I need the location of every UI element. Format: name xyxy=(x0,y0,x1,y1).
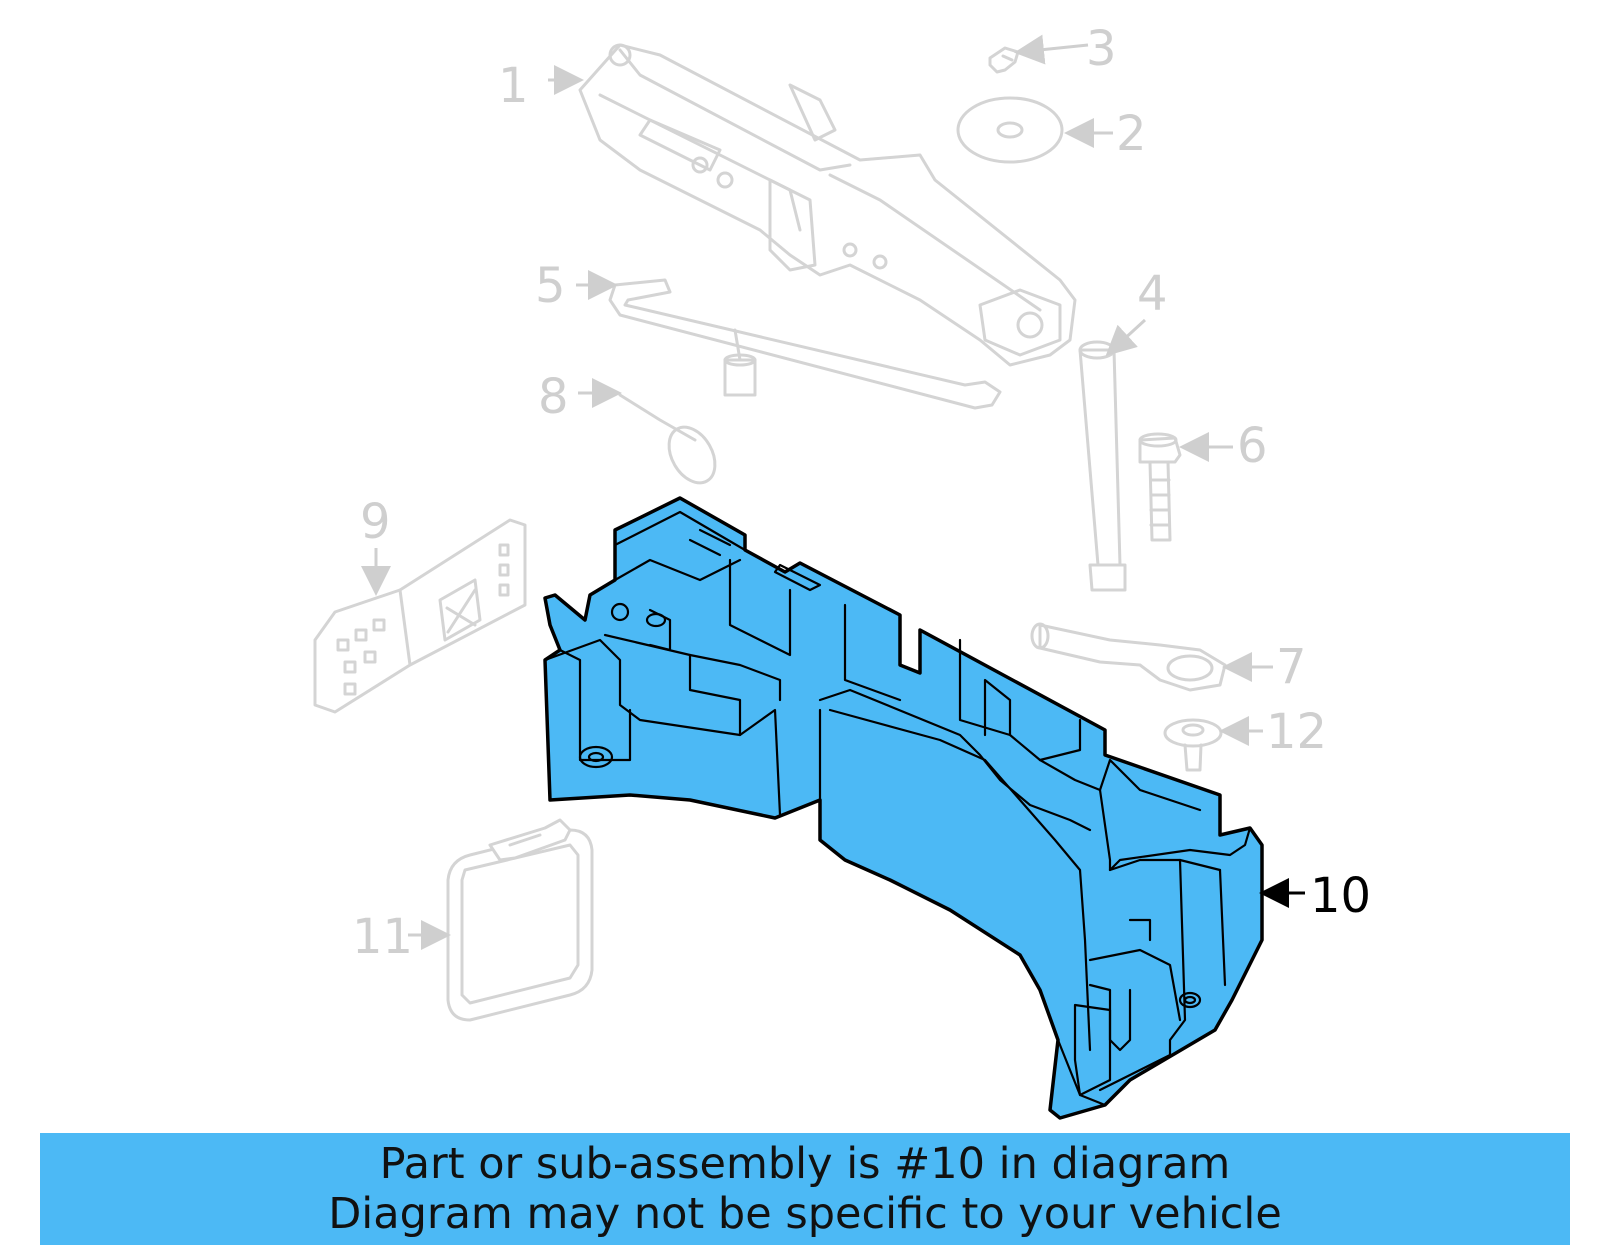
strap-part-11 xyxy=(446,818,594,1022)
info-banner: Part or sub-assembly is #10 in diagram D… xyxy=(40,1133,1570,1245)
callout-8: 8 xyxy=(538,369,569,425)
tool-tray-part-10 xyxy=(543,496,1264,1120)
wrench-handle-part-5 xyxy=(608,278,1002,410)
jack-part-1 xyxy=(578,43,1077,367)
callout-2: 2 xyxy=(1116,106,1147,162)
callout-1: 1 xyxy=(498,58,529,114)
callout-9: 9 xyxy=(360,494,391,550)
bolt-part-6 xyxy=(1138,432,1182,542)
leader-3 xyxy=(1014,34,1089,65)
clip-part-12 xyxy=(1163,718,1223,772)
tow-eye-part-7 xyxy=(1030,622,1227,692)
washer-part-2 xyxy=(956,96,1064,164)
banner-line-1: Part or sub-assembly is #10 in diagram xyxy=(379,1139,1231,1189)
extension-bar-part-4 xyxy=(1078,340,1127,592)
callout-numbers: 1 2 3 4 5 6 7 8 9 10 11 12 xyxy=(352,21,1371,965)
wing-nut-part-3 xyxy=(988,46,1020,74)
callout-10: 10 xyxy=(1310,868,1371,924)
callout-3: 3 xyxy=(1086,21,1117,77)
label-plate-part-9 xyxy=(313,518,527,714)
callout-leaders xyxy=(361,34,1305,950)
leader-4 xyxy=(1105,318,1147,357)
callout-12: 12 xyxy=(1266,704,1327,760)
callout-11: 11 xyxy=(352,909,413,965)
callout-6: 6 xyxy=(1237,418,1268,474)
callout-5: 5 xyxy=(535,258,566,314)
hook-part-8 xyxy=(618,393,717,485)
banner-line-2: Diagram may not be specific to your vehi… xyxy=(328,1189,1282,1239)
callout-7: 7 xyxy=(1276,639,1307,695)
callout-4: 4 xyxy=(1137,266,1168,322)
